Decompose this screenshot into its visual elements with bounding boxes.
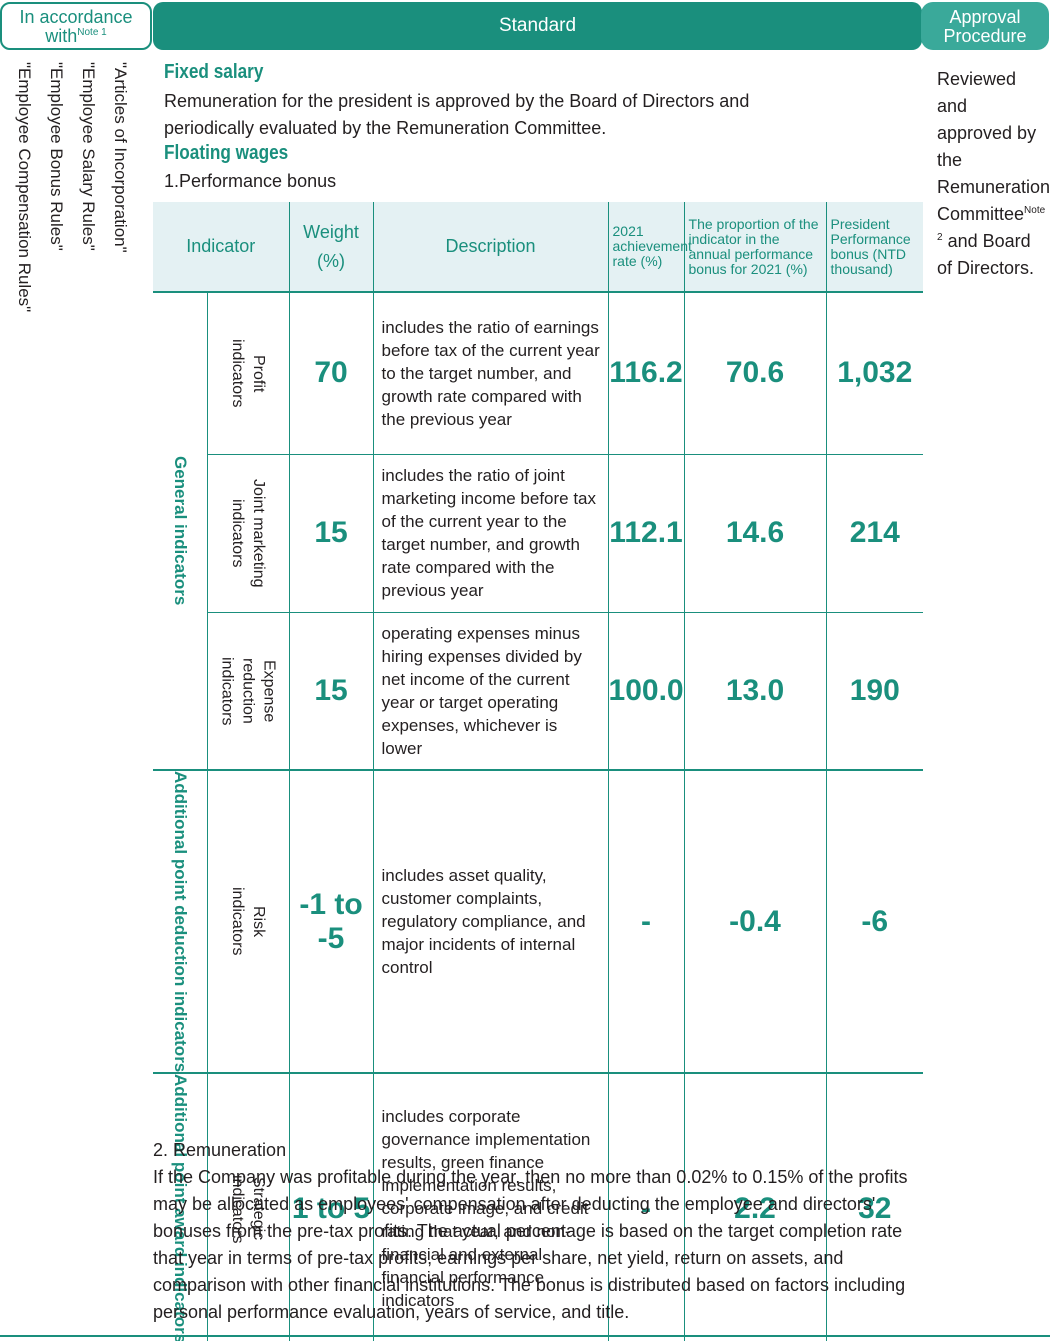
header-left-note: Note 1 — [77, 27, 107, 38]
bonus-cell: 214 — [825, 454, 924, 613]
weight-cell: 70 — [288, 292, 374, 455]
table-row: Expense reduction indicators 15 operatin… — [153, 612, 924, 771]
remuneration-text: If the Company was profitable during the… — [153, 1167, 908, 1322]
weight-cell: 1 to 5 — [288, 1073, 374, 1341]
performance-bonus-title: 1.Performance bonus — [164, 171, 337, 191]
group-award-label: Additional point award indicators — [170, 1074, 190, 1341]
indicator-label: Expense reduction indicators — [218, 656, 278, 725]
floating-wages-title: Floating wages — [164, 142, 289, 164]
weight-cell: 15 — [288, 612, 374, 771]
header-left-label: In accordance with — [19, 7, 133, 46]
achievement-cell: 112.1 — [607, 454, 685, 613]
description-cell: includes the ratio of earnings before ta… — [372, 292, 609, 455]
table-row: Joint marketing indicators 15 includes t… — [153, 454, 924, 613]
bonus-cell: 1,032 — [825, 292, 924, 455]
group-award: Additional point award indicators — [153, 1073, 207, 1341]
header-approval-label: Approval Procedure — [943, 7, 1027, 46]
weight-cell: -1 to -5 — [288, 770, 374, 1075]
proportion-cell: 70.6 — [683, 292, 827, 455]
rule-articles: "Articles of Incorporation" — [104, 62, 136, 362]
th-achievement: 2021 achievement rate (%) — [607, 202, 692, 293]
rule-salary: "Employee Salary Rules" — [72, 62, 104, 362]
approval-text: Reviewed and approved by the Remuneratio… — [937, 66, 1050, 282]
group-deduction-label: Additional point deduction indicators — [170, 771, 190, 1073]
bonus-cell: -6 — [825, 770, 924, 1075]
weight-cell: 15 — [288, 454, 374, 613]
achievement-cell: - — [607, 1073, 685, 1341]
approval-note: Note 2 — [937, 205, 1046, 243]
proportion-cell: 14.6 — [683, 454, 827, 613]
rule-compensation-text: "Employee Compensation Rules" — [15, 62, 34, 313]
table-header-row: Indicator Weight (%) Description 2021 ac… — [153, 202, 924, 293]
header-standard-label: Standard — [498, 15, 577, 36]
indicator-cell: Expense reduction indicators — [206, 612, 290, 771]
th-weight: Weight (%) — [288, 202, 374, 293]
description-cell: operating expenses minus hiring expenses… — [372, 612, 609, 771]
rule-bonus-text: "Employee Bonus Rules" — [47, 62, 66, 251]
table-row: Additional point award indicators Strate… — [153, 1073, 924, 1341]
indicator-cell: Joint marketing indicators — [206, 454, 290, 613]
rule-salary-text: "Employee Salary Rules" — [79, 62, 98, 251]
header-approval-procedure: Approval Procedure — [921, 2, 1049, 50]
proportion-cell: 2.2 — [683, 1073, 827, 1341]
indicator-label: Profit indicators — [229, 339, 267, 408]
fixed-salary-text: Remuneration for the president is approv… — [164, 91, 750, 138]
description-cell: includes corporate governance implementa… — [372, 1073, 609, 1341]
achievement-cell: - — [607, 770, 685, 1075]
approval-text-end: and Board of Directors. — [937, 231, 1035, 278]
th-indicator: Indicator — [153, 202, 290, 293]
table-row: Additional point deduction indicators Ri… — [153, 770, 924, 1075]
achievement-cell: 100.0 — [607, 612, 685, 771]
performance-bonus-table: Indicator Weight (%) Description 2021 ac… — [153, 202, 924, 1341]
bottom-divider — [0, 1335, 1050, 1337]
indicator-label: Joint marketing indicators — [229, 478, 267, 588]
rule-articles-text: "Articles of Incorporation" — [111, 62, 130, 253]
indicator-label: Risk indicators — [229, 887, 267, 956]
approval-text-main: Reviewed and approved by the Remuneratio… — [937, 69, 1050, 224]
bonus-cell: 32 — [825, 1073, 924, 1341]
group-deduction: Additional point deduction indicators — [153, 770, 207, 1075]
group-general-label: General indicators — [170, 456, 190, 606]
indicator-cell: Strategic indicators — [206, 1073, 290, 1341]
header-standard: Standard — [153, 2, 922, 50]
achievement-cell: 116.2 — [607, 292, 685, 455]
proportion-cell: -0.4 — [683, 770, 827, 1075]
th-description: Description — [372, 202, 609, 293]
rule-compensation: "Employee Compensation Rules" — [8, 62, 40, 362]
fixed-salary-title: Fixed salary — [164, 61, 264, 83]
header-in-accordance-with: In accordance withNote 1 — [0, 2, 152, 50]
table-row: General indicators Profit indicators 70 … — [153, 292, 924, 771]
group-general: General indicators — [153, 292, 207, 771]
remuneration-title: 2. Remuneration — [153, 1140, 287, 1160]
indicator-cell: Profit indicators — [206, 292, 290, 455]
proportion-cell: 13.0 — [683, 612, 827, 771]
indicator-label: Strategic indicators — [229, 1174, 267, 1244]
th-bonus: President Performance bonus (NTD thousan… — [825, 202, 924, 293]
description-cell: includes the ratio of joint marketing in… — [372, 454, 609, 613]
th-proportion: The proportion of the indicator in the a… — [683, 202, 827, 293]
indicator-cell: Risk indicators — [206, 770, 290, 1075]
rule-bonus: "Employee Bonus Rules" — [40, 62, 72, 362]
description-cell: includes asset quality, customer complai… — [372, 770, 609, 1075]
bonus-cell: 190 — [825, 612, 924, 771]
